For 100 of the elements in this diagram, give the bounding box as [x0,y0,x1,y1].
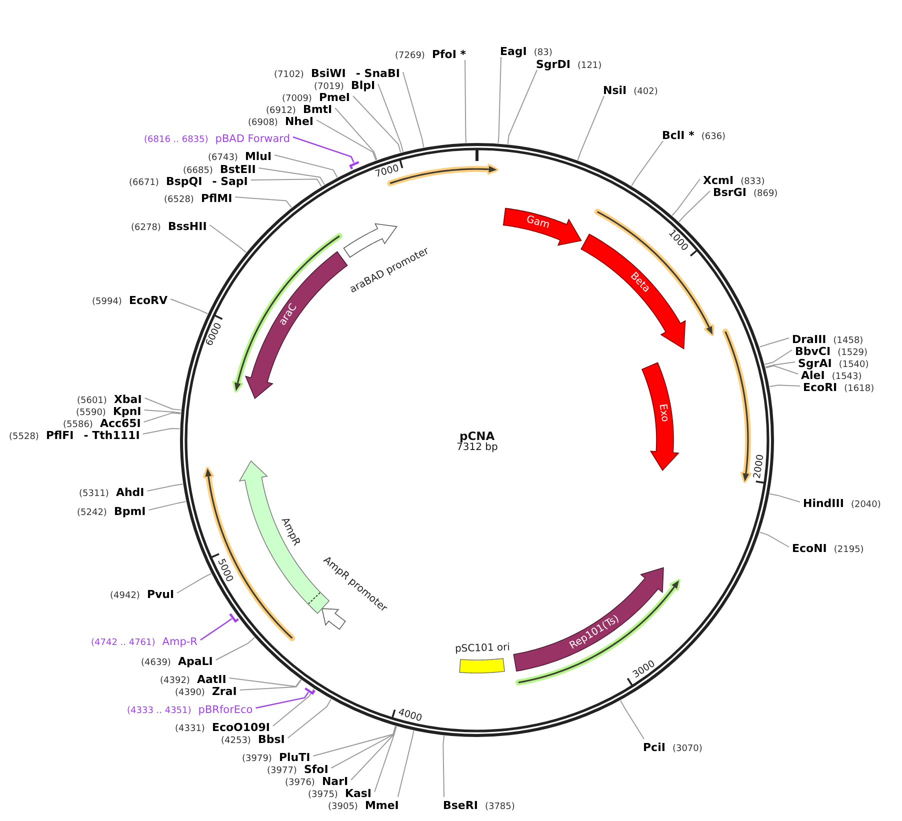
feature-label: Gam [524,214,550,232]
site-position: (6685) [183,166,213,176]
primer-name: pBRforEco [198,704,253,716]
enzyme-name: EcoRV [128,294,168,307]
site-position: (1529) [838,348,868,358]
site-position: (1618) [844,384,874,394]
enzyme-name: PflMI [200,192,232,205]
enzyme-name: PflFI [46,429,74,442]
leader-line [402,72,424,148]
leader-line [148,500,186,510]
leader-line [209,224,247,253]
scale-label: 2000 [752,454,767,480]
leader-line [577,96,604,161]
leader-line [374,726,397,792]
primer-position: (4333 .. 4351) [127,706,192,716]
enzyme-name: NarI [322,775,348,788]
leader-line [631,140,664,186]
enzyme-name: BspQI [166,175,202,188]
site-position: (4942) [110,591,140,601]
enzyme-name: KpnI [112,405,142,418]
site-position: (4639) [141,658,171,668]
site-position: (1540) [838,360,869,370]
enzyme-name: Acc65I [100,417,141,430]
enzyme-name: DraIII [792,333,826,346]
primer-site-mark [303,686,317,695]
primer-site-mark [228,612,240,623]
leader-line [352,96,402,153]
leader-line [312,726,396,756]
enzyme-name: BssHII [168,220,207,233]
leader-line [239,680,302,690]
leader-line [143,412,182,422]
plasmid-name: pCNA [460,430,495,442]
enzyme-name: XbaI [114,393,142,406]
leader-line [464,60,466,144]
leader-line [769,493,800,502]
leader-line [765,365,798,374]
enzyme-name: BlpI [350,79,376,92]
leader-line [234,196,292,208]
enzyme-name: MluI [244,150,272,163]
feature-label: pSC101 ori [455,642,510,656]
scale-label: 6000 [204,321,224,348]
site-position: (1543) [832,372,862,382]
enzyme-name: PluTI [278,751,310,764]
site-position: (7269) [395,51,425,61]
enzyme-name: XcmI [703,174,734,187]
site-position: (5311) [79,489,109,499]
scale-label: 4000 [397,706,424,724]
leader-line [250,178,322,187]
site-position: (4331) [175,724,205,734]
enzyme-name: - Tth111I [84,429,140,442]
leader-line [292,136,354,163]
site-position: (6743) [208,153,238,163]
feature-label: Exo [656,402,670,422]
leader-line [228,678,302,688]
site-position: (5528) [9,432,39,442]
leader-line [678,190,710,222]
site-position: (6278) [131,223,161,233]
site-position: (4390) [175,688,205,698]
scale-label: 7000 [373,162,400,180]
site-position: (5601) [77,396,107,406]
leader-line [176,573,212,594]
enzyme-name: EcoNI [792,542,827,555]
leader-line [287,698,332,738]
enzyme-name: ZraI [212,685,237,698]
leader-line [350,726,397,780]
enzyme-name: BbsI [258,733,285,746]
enzyme-name: BstEII [220,163,256,176]
site-position: (833) [740,177,765,187]
leader-line [378,84,404,152]
plasmid-size: 7312 bp [456,442,498,454]
leader-line [498,56,502,144]
primer-position: (4742 .. 4761) [91,638,156,648]
site-position: (121) [577,61,602,71]
site-position: (3070) [672,744,702,754]
enzyme-name: PciI [643,741,666,754]
site-position: (5994) [92,297,122,307]
leader-line [764,350,792,365]
site-position: (4392) [160,676,190,686]
site-position: (3977) [267,766,297,776]
leader-line [170,298,208,314]
leader-line [672,178,700,216]
enzyme-name: BseRI [443,799,478,812]
enzyme-name: EagI [500,45,527,58]
enzyme-name: BclI * [662,129,694,142]
enzyme-name: MmeI [364,799,399,812]
enzyme-name: BsiWI [310,67,346,80]
site-position: (6908) [248,118,278,128]
primer-name: Amp-R [162,636,198,648]
site-position: (7019) [314,82,344,92]
site-position: (3976) [285,778,315,788]
enzyme-name: BsrGI [713,186,746,199]
enzyme-name: PmeI [318,91,350,104]
leader-line [330,726,396,768]
leader-line [316,120,376,161]
site-position: (5590) [76,408,106,418]
scale-label: 5000 [215,556,236,584]
leader-line [258,168,325,186]
leader-line [144,410,182,414]
enzyme-name: - SapI [212,175,248,188]
leader-line [620,700,644,740]
